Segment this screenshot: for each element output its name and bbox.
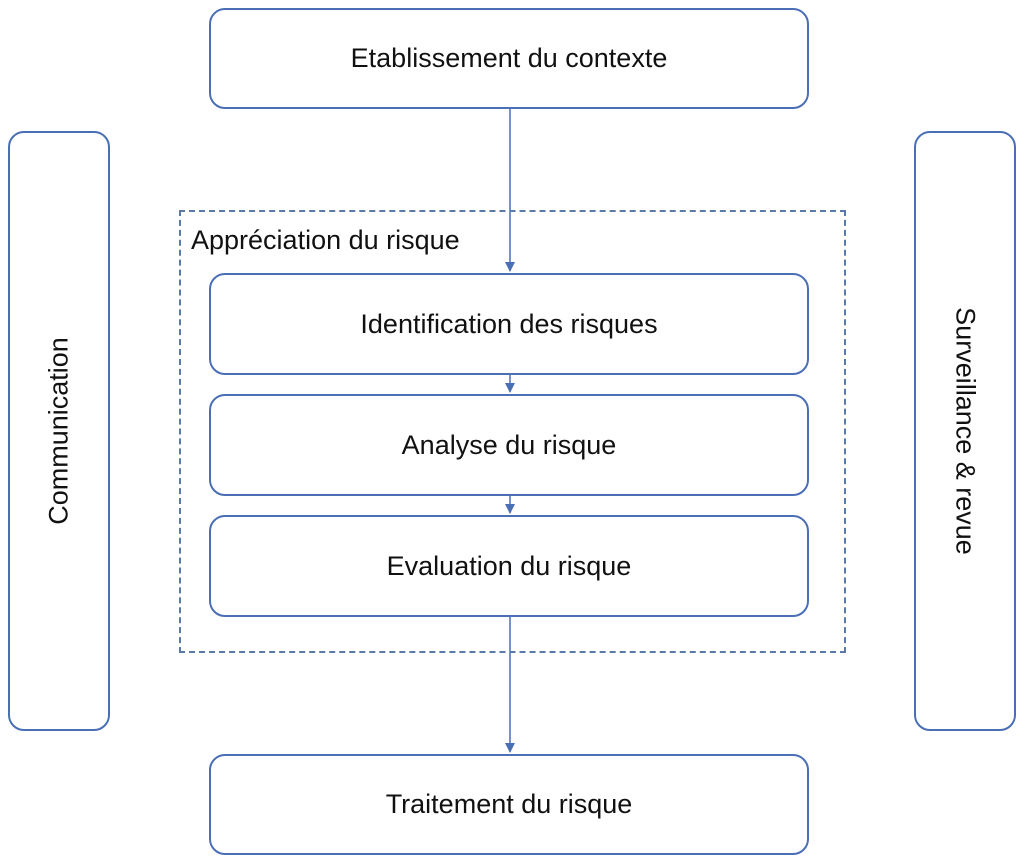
- etablissement-contexte-label: Etablissement du contexte: [350, 43, 668, 73]
- evaluation-risque-box: Evaluation du risque: [209, 515, 809, 617]
- analyse-risque-label: Analyse du risque: [401, 429, 617, 460]
- identification-risques-box: Identification des risques: [209, 273, 809, 375]
- analyse-risque-box: Analyse du risque: [209, 394, 809, 496]
- etablissement-contexte-box: Etablissement du contexte: [209, 8, 809, 109]
- surveillance-revue-label: Surveillance & revue: [950, 307, 981, 555]
- traitement-risque-box: Traitement du risque: [209, 754, 809, 855]
- appreciation-risque-group: [179, 210, 846, 653]
- evaluation-risque-label: Evaluation du risque: [386, 550, 632, 581]
- surveillance-revue-bar: Surveillance & revue: [914, 131, 1016, 731]
- communication-bar: Communication: [8, 131, 110, 731]
- communication-label: Communication: [43, 337, 74, 525]
- appreciation-risque-title: Appréciation du risque: [191, 225, 460, 255]
- traitement-risque-label: Traitement du risque: [385, 789, 633, 819]
- identification-risques-label: Identification des risques: [360, 308, 658, 339]
